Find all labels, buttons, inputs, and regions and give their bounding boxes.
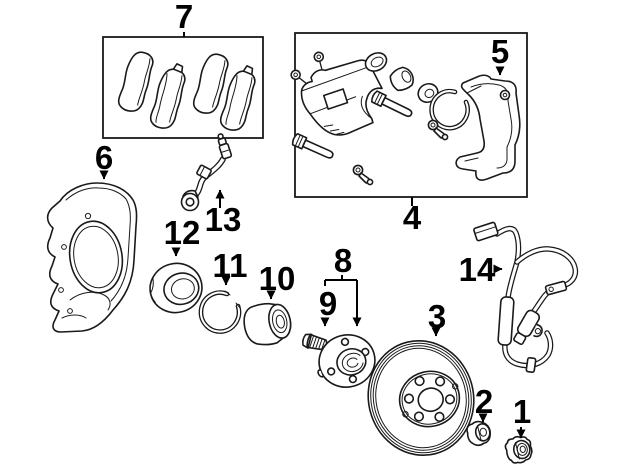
callout-5-label[interactable]: 5 bbox=[491, 33, 509, 70]
callout-7-label[interactable]: 7 bbox=[175, 0, 193, 35]
caliper-bracket-drawing bbox=[455, 74, 521, 181]
brake-rotor-drawing bbox=[367, 339, 475, 457]
brake-pad-outer-left bbox=[115, 48, 157, 115]
brake-pad-inner-left bbox=[147, 59, 191, 132]
slide-pin-lower-drawing bbox=[290, 132, 336, 163]
callout-6-label[interactable]: 6 bbox=[95, 139, 113, 176]
abs-sensor-head bbox=[513, 309, 543, 346]
callout-11-label[interactable]: 11 bbox=[213, 247, 248, 284]
callout-3[interactable]: 3 bbox=[428, 298, 446, 337]
callout-6[interactable]: 6 bbox=[95, 139, 113, 180]
callout-14[interactable]: 14 bbox=[459, 251, 503, 288]
callout-7[interactable]: 7 bbox=[175, 0, 193, 37]
callout-3-label[interactable]: 3 bbox=[428, 298, 446, 335]
callout-11[interactable]: 11 bbox=[213, 247, 248, 286]
caliper-housing-drawing bbox=[290, 51, 383, 136]
lock-nut-drawing bbox=[504, 435, 533, 464]
callout-10[interactable]: 10 bbox=[259, 260, 296, 300]
abs-wire-sleeve bbox=[497, 296, 515, 346]
abs-wire-bracket bbox=[544, 280, 568, 296]
callout-2[interactable]: 2 bbox=[475, 383, 493, 423]
callout-5[interactable]: 5 bbox=[491, 33, 509, 76]
callout-14-label[interactable]: 14 bbox=[459, 251, 496, 288]
hub-nut-drawing bbox=[466, 420, 491, 447]
caliper-assembly-box bbox=[290, 32, 528, 198]
callout-2-label[interactable]: 2 bbox=[475, 383, 493, 420]
slide-pin-upper-drawing bbox=[369, 89, 415, 121]
callout-10-label[interactable]: 10 bbox=[259, 260, 296, 297]
wheel-bearing-drawing bbox=[149, 262, 203, 314]
hub-assembly-drawing bbox=[317, 334, 376, 388]
callout-1[interactable]: 1 bbox=[513, 393, 531, 439]
brake-hose-drawing bbox=[180, 133, 233, 212]
callout-4-label[interactable]: 4 bbox=[403, 199, 422, 236]
abs-sensor-wire-drawing bbox=[473, 221, 579, 374]
bleeder-screw-lower-drawing bbox=[352, 164, 374, 186]
snap-ring-drawing bbox=[198, 290, 242, 334]
callout-12[interactable]: 12 bbox=[164, 214, 201, 257]
grease-seal-drawing bbox=[243, 302, 292, 346]
abs-connector bbox=[473, 221, 499, 242]
piston-boot-drawing bbox=[389, 66, 414, 92]
abs-wire-clip bbox=[525, 356, 537, 374]
callout-9-label[interactable]: 9 bbox=[319, 285, 337, 322]
callout-4[interactable]: 4 bbox=[403, 197, 422, 236]
splash-shield-drawing bbox=[46, 182, 138, 333]
callout-8[interactable]: 8 bbox=[324, 242, 362, 327]
callout-8-label[interactable]: 8 bbox=[334, 242, 352, 279]
callout-12-label[interactable]: 12 bbox=[164, 214, 201, 251]
bushing-drawing bbox=[417, 82, 439, 104]
brake-pad-set-box bbox=[102, 36, 264, 139]
bleeder-screw-upper-drawing bbox=[427, 119, 449, 141]
piston-seal-drawing bbox=[364, 52, 388, 72]
callout-9[interactable]: 9 bbox=[319, 285, 337, 327]
callout-1-label[interactable]: 1 bbox=[513, 393, 531, 430]
callout-13-label[interactable]: 13 bbox=[205, 201, 242, 238]
callout-13[interactable]: 13 bbox=[205, 189, 242, 238]
